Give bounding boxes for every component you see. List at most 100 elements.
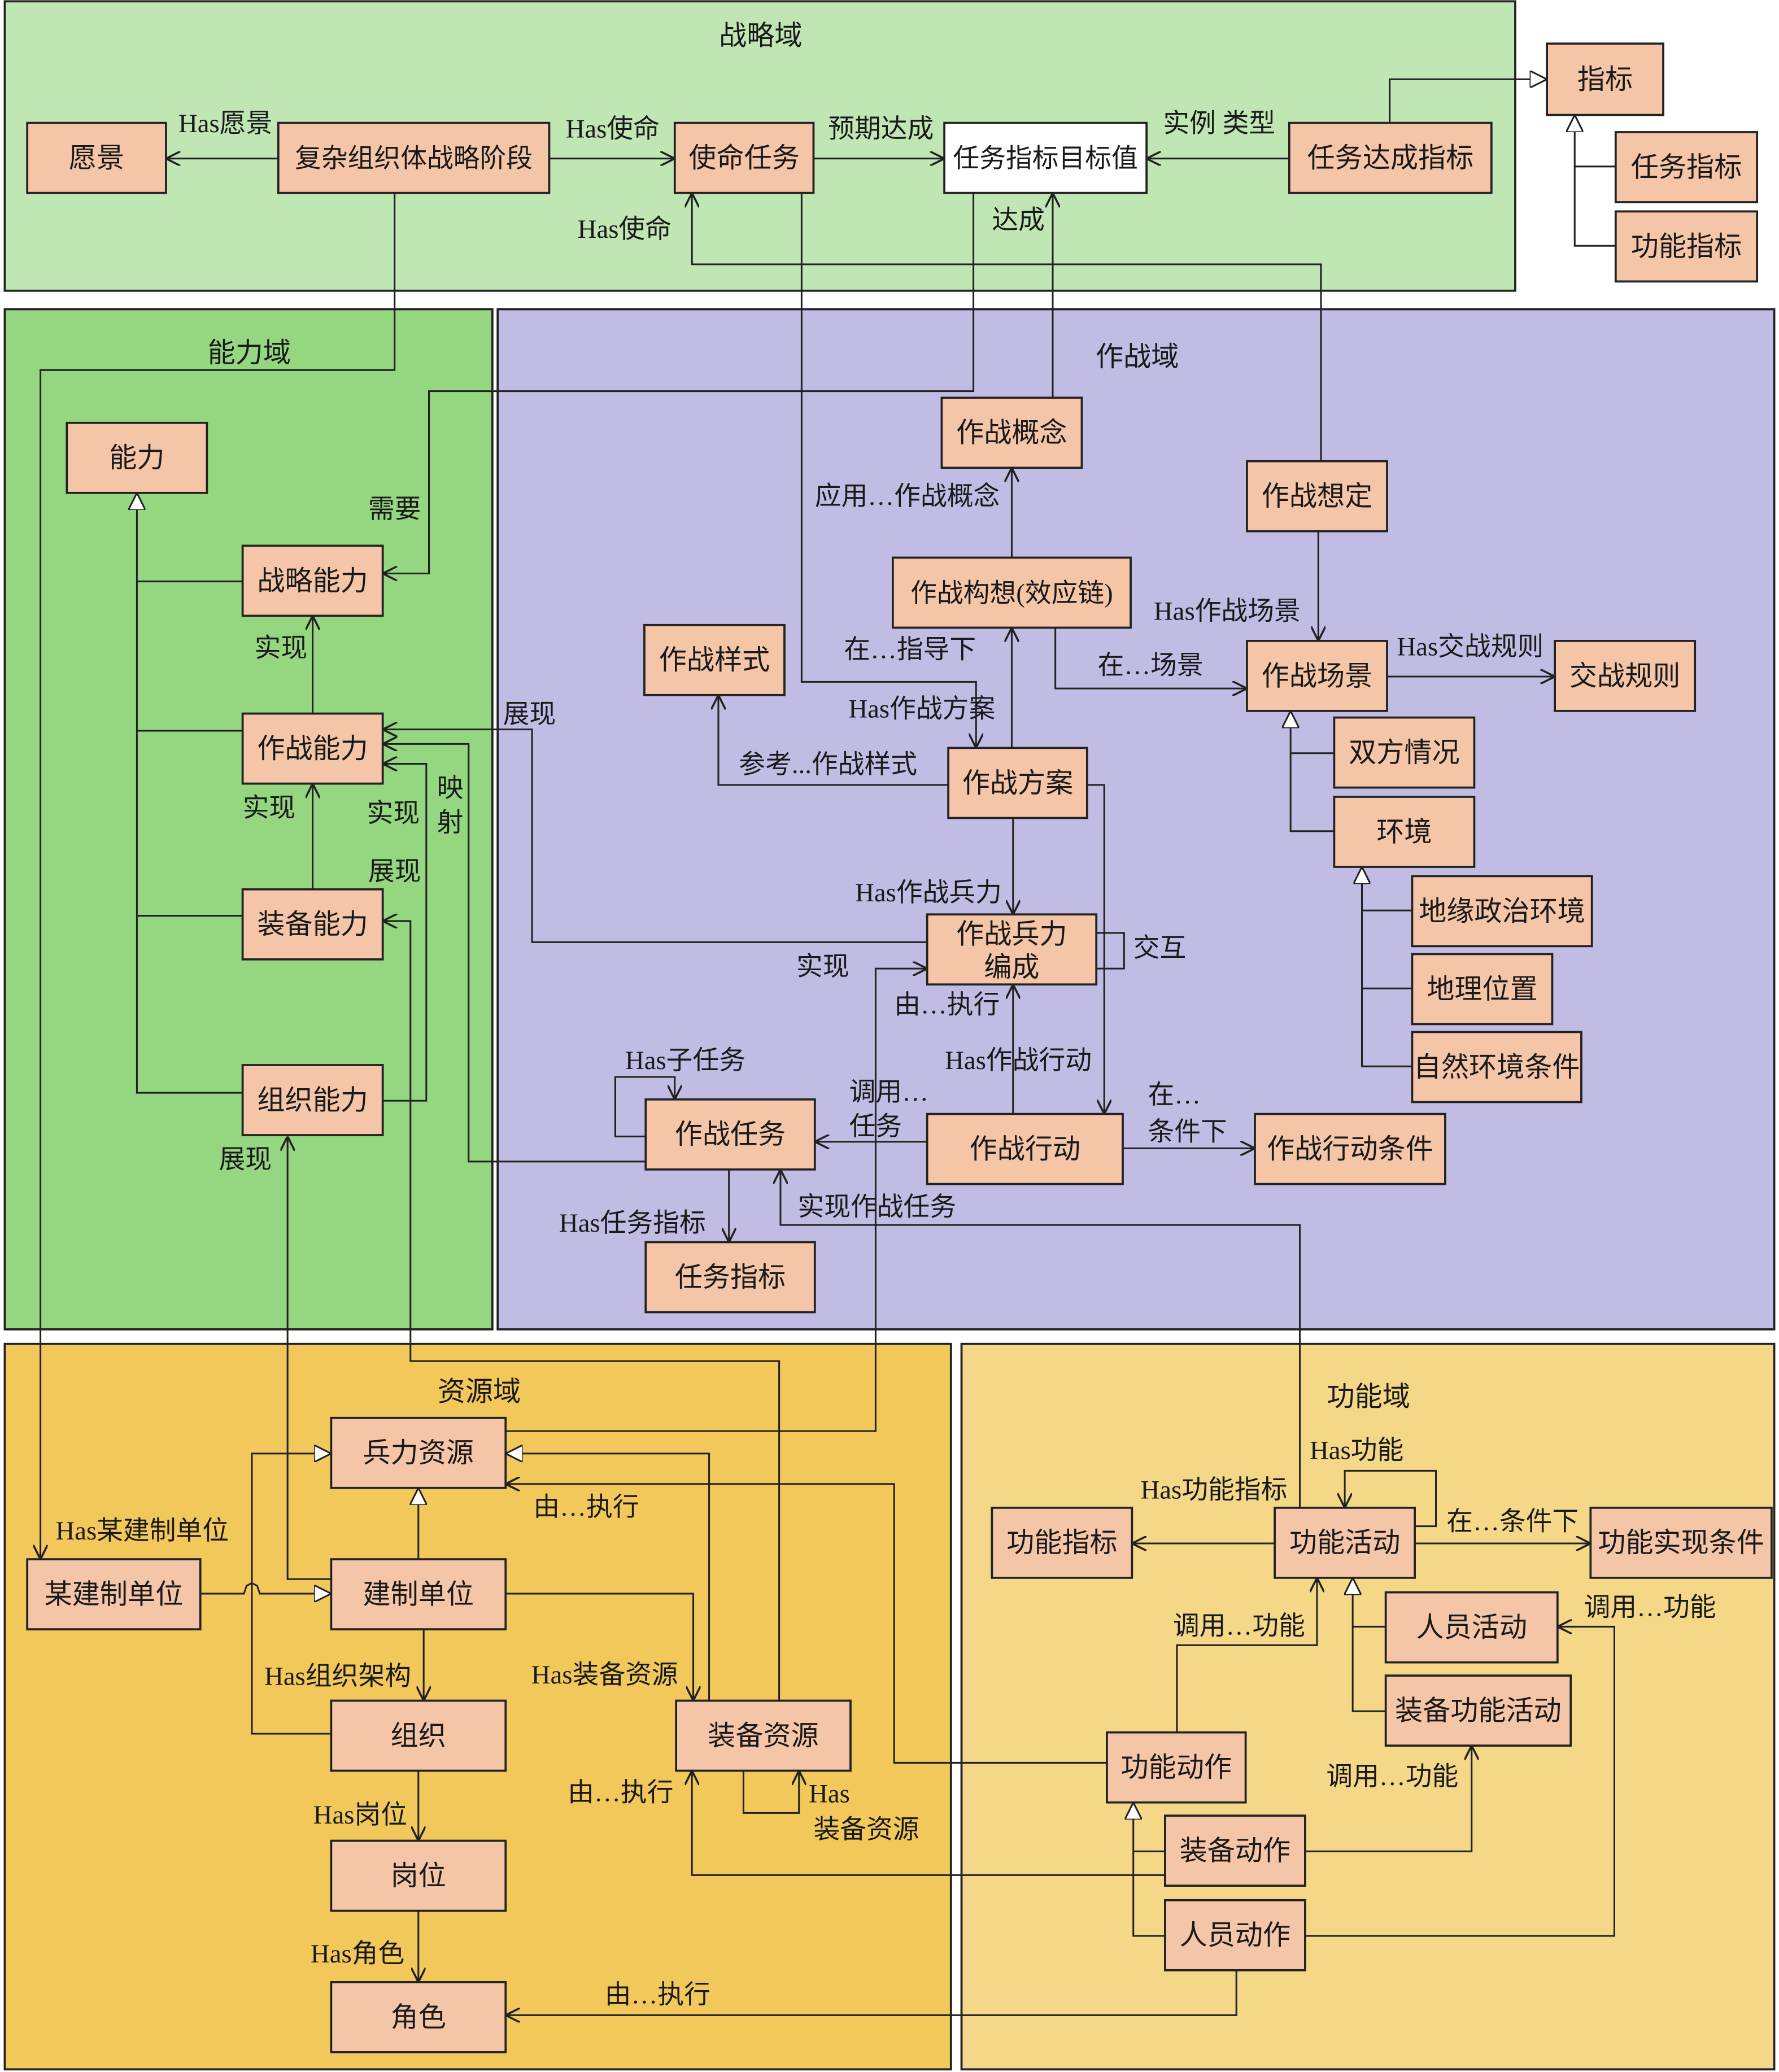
node-label: 任务指标 bbox=[675, 1262, 786, 1293]
domain-title-strategy: 战略域 bbox=[719, 20, 802, 51]
edge-force-opcap bbox=[382, 730, 927, 943]
node-label: 作战方案 bbox=[962, 767, 1074, 799]
node-label: 人员动作 bbox=[1180, 1920, 1291, 1951]
node-label: 作战行动条件 bbox=[1267, 1133, 1433, 1164]
node-box bbox=[26, 121, 167, 194]
edge-faction-forceres bbox=[505, 1484, 1107, 1764]
node-box bbox=[1333, 716, 1476, 789]
node-label: 能力 bbox=[109, 442, 164, 473]
node-box bbox=[241, 888, 384, 961]
node-strat-cap[interactable]: 战略能力 bbox=[241, 544, 384, 617]
node-stage[interactable]: 复杂组织体战略阶段 bbox=[277, 121, 551, 194]
node-label: 环境 bbox=[1376, 816, 1432, 847]
edge-label-has-rules: Has交战规则 bbox=[1397, 632, 1543, 662]
node-equip-cap[interactable]: 装备能力 bbox=[241, 888, 384, 961]
node-func-ind-top[interactable]: 功能指标 bbox=[1614, 210, 1759, 283]
node-env[interactable]: 环境 bbox=[1333, 796, 1476, 868]
edge-label-guided: 在…指导下 bbox=[844, 635, 976, 664]
node-person-act[interactable]: 人员活动 bbox=[1384, 1591, 1559, 1664]
node-person-action[interactable]: 人员动作 bbox=[1164, 1899, 1306, 1971]
node-box bbox=[66, 421, 208, 494]
node-geo[interactable]: 地缘政治环境 bbox=[1411, 875, 1593, 948]
node-fcond[interactable]: 功能实现条件 bbox=[1589, 1506, 1773, 1579]
node-unit-some[interactable]: 某建制单位 bbox=[26, 1558, 202, 1630]
node-box bbox=[26, 1558, 202, 1630]
node-unit[interactable]: 建制单位 bbox=[330, 1558, 507, 1630]
node-vision[interactable]: 愿景 bbox=[26, 121, 167, 194]
node-finds[interactable]: 功能指标 bbox=[991, 1506, 1133, 1579]
node-label: 任务指标目标值 bbox=[953, 144, 1137, 173]
edge-factivity-optask bbox=[781, 1169, 1301, 1508]
node-conception[interactable]: 作战构想(效应链) bbox=[891, 556, 1132, 629]
node-forceres[interactable]: 兵力资源 bbox=[330, 1416, 507, 1489]
node-faction[interactable]: 功能动作 bbox=[1106, 1731, 1247, 1804]
node-label: 功能活动 bbox=[1289, 1527, 1400, 1558]
node-post[interactable]: 岗位 bbox=[330, 1839, 507, 1912]
edge-label-self-equip-1: Has bbox=[809, 1779, 850, 1809]
node-concept[interactable]: 作战概念 bbox=[940, 396, 1083, 469]
edge-label-has-force: Has作战兵力 bbox=[855, 878, 1002, 908]
node-task-ind-top[interactable]: 任务指标 bbox=[1614, 131, 1759, 203]
node-factivity[interactable]: 功能活动 bbox=[1274, 1506, 1416, 1579]
node-role[interactable]: 角色 bbox=[330, 1981, 507, 2053]
edge-label-has-equipres: Has装备资源 bbox=[531, 1660, 678, 1690]
node-achieve[interactable]: 任务达成指标 bbox=[1288, 121, 1493, 194]
node-plan[interactable]: 作战方案 bbox=[947, 747, 1088, 819]
node-label: 建制单位 bbox=[363, 1578, 474, 1609]
node-box bbox=[241, 1064, 384, 1136]
edge-label-show-equip: 展现 bbox=[368, 857, 421, 886]
edge-label-interact: 交互 bbox=[1133, 934, 1187, 963]
node-box bbox=[940, 396, 1083, 469]
node-label: 作战样式 bbox=[659, 644, 770, 675]
edge-label-in-scene: 在…场景 bbox=[1098, 651, 1204, 680]
edge-label-has-subtask: Has子任务 bbox=[625, 1046, 745, 1075]
node-taskind[interactable]: 任务指标 bbox=[644, 1241, 816, 1314]
node-org[interactable]: 组织 bbox=[330, 1699, 507, 1772]
node-label: 角色 bbox=[391, 2001, 446, 2032]
node-label: 岗位 bbox=[391, 1860, 446, 1891]
domain-title-capability: 能力域 bbox=[208, 337, 291, 368]
node-action[interactable]: 作战行动 bbox=[926, 1113, 1124, 1185]
node-style[interactable]: 作战样式 bbox=[643, 623, 786, 696]
node-assumption[interactable]: 作战想定 bbox=[1246, 460, 1388, 533]
node-label: 自然环境条件 bbox=[1414, 1052, 1580, 1083]
node-equip-func[interactable]: 装备功能活动 bbox=[1384, 1674, 1572, 1747]
edge-label-apply-concept: 应用…作战概念 bbox=[815, 482, 1000, 511]
edge-assumption-mission bbox=[692, 193, 1322, 461]
edge-label-func-cond: 在…条件下 bbox=[1446, 1507, 1579, 1537]
node-scenario[interactable]: 作战场景 bbox=[1246, 639, 1388, 712]
node-box bbox=[1554, 639, 1697, 712]
edge-label-realize-optask: 实现作战任务 bbox=[797, 1193, 956, 1222]
node-ability[interactable]: 能力 bbox=[66, 421, 208, 494]
edge-label-exec-equipres: 由…执行 bbox=[568, 1778, 673, 1807]
node-box bbox=[330, 1839, 507, 1912]
node-target[interactable]: 任务指标目标值 bbox=[943, 121, 1148, 194]
node-mission[interactable]: 使命任务 bbox=[673, 121, 815, 194]
node-indicator[interactable]: 指标 bbox=[1546, 42, 1664, 116]
node-org-cap[interactable]: 组织能力 bbox=[241, 1064, 384, 1136]
node-label: 装备能力 bbox=[257, 909, 368, 940]
edge-forceres-force bbox=[505, 969, 927, 1432]
node-equipres[interactable]: 装备资源 bbox=[675, 1699, 852, 1772]
node-both[interactable]: 双方情况 bbox=[1333, 716, 1476, 789]
edge-equipaction-equipres bbox=[692, 1770, 1165, 1876]
node-nature[interactable]: 自然环境条件 bbox=[1411, 1031, 1582, 1103]
node-optask[interactable]: 作战任务 bbox=[644, 1098, 816, 1171]
node-label: 战略能力 bbox=[257, 565, 368, 596]
node-box bbox=[1106, 1731, 1247, 1804]
edge-label-call-task-1: 调用… bbox=[849, 1078, 928, 1107]
node-actcond[interactable]: 作战行动条件 bbox=[1254, 1113, 1446, 1185]
node-op-cap[interactable]: 作战能力 bbox=[241, 712, 384, 785]
node-box bbox=[1164, 1814, 1306, 1887]
node-label: 愿景 bbox=[69, 142, 124, 173]
node-label: 作战能力 bbox=[257, 733, 368, 764]
edge-personaction-faction bbox=[1132, 1851, 1165, 1937]
node-rules[interactable]: 交战规则 bbox=[1554, 639, 1697, 712]
node-loc[interactable]: 地理位置 bbox=[1411, 953, 1554, 1026]
node-label: 任务指标 bbox=[1631, 151, 1742, 182]
node-box bbox=[926, 913, 1098, 986]
node-equip-action[interactable]: 装备动作 bbox=[1164, 1814, 1306, 1887]
edge-label-has-mission: Has使命 bbox=[566, 114, 660, 143]
node-box bbox=[330, 1981, 507, 2053]
